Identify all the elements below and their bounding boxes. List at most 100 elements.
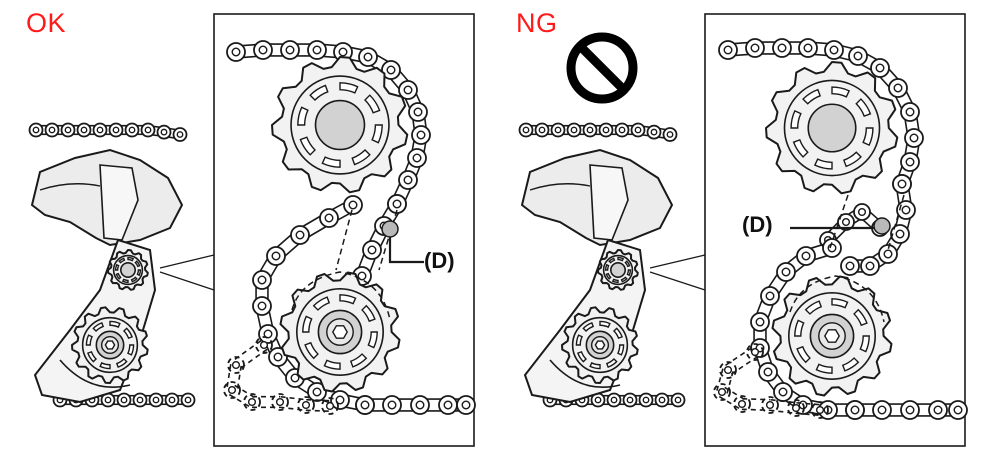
chain-pin bbox=[933, 405, 943, 415]
pulley-slot bbox=[367, 331, 378, 349]
chain-pin bbox=[386, 65, 396, 75]
chain-pin bbox=[96, 126, 104, 134]
chain-pin bbox=[247, 397, 257, 407]
chain-roller bbox=[811, 401, 829, 419]
prohibited-icon bbox=[566, 32, 638, 104]
pulley-slot bbox=[620, 276, 628, 283]
thumbnail-tension-pulley bbox=[561, 306, 639, 384]
chain-pin bbox=[104, 396, 112, 404]
chain-pin bbox=[403, 85, 413, 95]
pulley-slot bbox=[349, 353, 368, 368]
chain-roller bbox=[243, 393, 261, 411]
ok-callout-leader bbox=[388, 237, 424, 264]
chain-pin bbox=[363, 52, 373, 62]
chain-pin bbox=[723, 365, 733, 375]
chain-plate-edge bbox=[769, 409, 796, 415]
ng-callout-label: (D) bbox=[742, 212, 773, 237]
pulley-slot bbox=[855, 98, 872, 118]
ok-tension-pulley bbox=[279, 271, 401, 393]
chain-roller bbox=[713, 383, 731, 401]
chain-plate-edge bbox=[716, 368, 724, 391]
chain-roller bbox=[297, 396, 315, 414]
pulley-slot bbox=[323, 359, 341, 370]
prohibited-icon-ring bbox=[566, 32, 638, 104]
pulley-slot bbox=[790, 109, 802, 129]
chain-pin bbox=[312, 387, 322, 397]
ng-guide-pulley bbox=[765, 61, 899, 195]
chain-pin bbox=[829, 45, 839, 55]
chain-roller bbox=[321, 397, 339, 415]
pulley-hub bbox=[609, 261, 626, 278]
chain-pin bbox=[443, 400, 453, 410]
derailleur-knuckle bbox=[589, 164, 629, 241]
chain-pin bbox=[626, 396, 634, 404]
chain-pin bbox=[905, 157, 915, 167]
pulley-slot bbox=[122, 327, 134, 340]
chain-pin bbox=[791, 403, 801, 413]
pulley-hub bbox=[120, 261, 137, 278]
pulley-slot bbox=[339, 82, 359, 94]
pulley-slot bbox=[114, 263, 120, 271]
chain-pin bbox=[290, 373, 300, 383]
chain-roller bbox=[271, 393, 289, 411]
chain-pin bbox=[403, 175, 413, 185]
pulley-slot bbox=[575, 334, 583, 346]
chain-roller bbox=[719, 361, 737, 379]
chain-pin bbox=[273, 352, 283, 362]
ok-zoom-leader bbox=[159, 254, 215, 291]
pulley-slot bbox=[831, 86, 851, 98]
pulley-slot bbox=[339, 294, 357, 305]
pulley-slot bbox=[815, 363, 833, 374]
chain-pin bbox=[152, 396, 160, 404]
chain-pin bbox=[895, 229, 905, 239]
chain-pin bbox=[295, 230, 305, 240]
chain-pin bbox=[865, 261, 875, 271]
pulley-hub bbox=[314, 99, 366, 151]
chain-pin bbox=[827, 243, 837, 253]
derailleur-contour bbox=[39, 183, 101, 191]
pulley-slot bbox=[92, 321, 105, 333]
chain-plate-edge bbox=[280, 395, 307, 401]
pulley-hub bbox=[807, 103, 857, 153]
pulley-slot bbox=[115, 272, 122, 280]
chain-plate-edge bbox=[741, 408, 770, 412]
pulley-slot bbox=[796, 345, 811, 364]
pulley-slot bbox=[589, 362, 601, 370]
pulley-slot bbox=[626, 269, 632, 277]
pulley-slot bbox=[599, 320, 611, 328]
pulley-slot bbox=[118, 257, 126, 264]
pulley-slot bbox=[304, 341, 319, 360]
chain-pin bbox=[275, 397, 285, 407]
chain-pin bbox=[781, 267, 791, 277]
pulley-slot bbox=[121, 278, 129, 284]
pulley-slot bbox=[582, 321, 595, 333]
chain-pin bbox=[909, 133, 919, 143]
pulley-slot bbox=[841, 357, 860, 372]
chain-pin bbox=[737, 399, 747, 409]
pulley-slot bbox=[136, 269, 142, 277]
ok-bottom-chain bbox=[355, 395, 476, 415]
chain-pin bbox=[841, 217, 851, 227]
chain-pin bbox=[893, 83, 903, 93]
chain-plate-edge bbox=[795, 412, 820, 417]
chain-pin bbox=[801, 251, 811, 261]
pulley-slot bbox=[134, 260, 141, 268]
chain-pin bbox=[650, 128, 658, 136]
ng-pin-d bbox=[873, 217, 891, 235]
chain-pin bbox=[176, 131, 184, 138]
chain-pin bbox=[666, 131, 674, 138]
prohibited-icon-bar bbox=[576, 42, 628, 94]
ok-pin-d bbox=[381, 220, 399, 238]
chain-pin bbox=[168, 396, 176, 404]
chain-pin bbox=[845, 261, 855, 271]
chain-plate-edge bbox=[796, 401, 821, 406]
chain-pin bbox=[263, 329, 273, 339]
ok-hidden-wrap bbox=[291, 271, 391, 321]
chain-pin bbox=[80, 126, 88, 134]
chain-pin bbox=[312, 45, 322, 55]
ng-hidden-wrap bbox=[789, 275, 885, 323]
chain-pin bbox=[905, 405, 915, 415]
chain-pin bbox=[413, 107, 423, 117]
chain-pin bbox=[258, 45, 268, 55]
chain-pin bbox=[392, 199, 402, 209]
